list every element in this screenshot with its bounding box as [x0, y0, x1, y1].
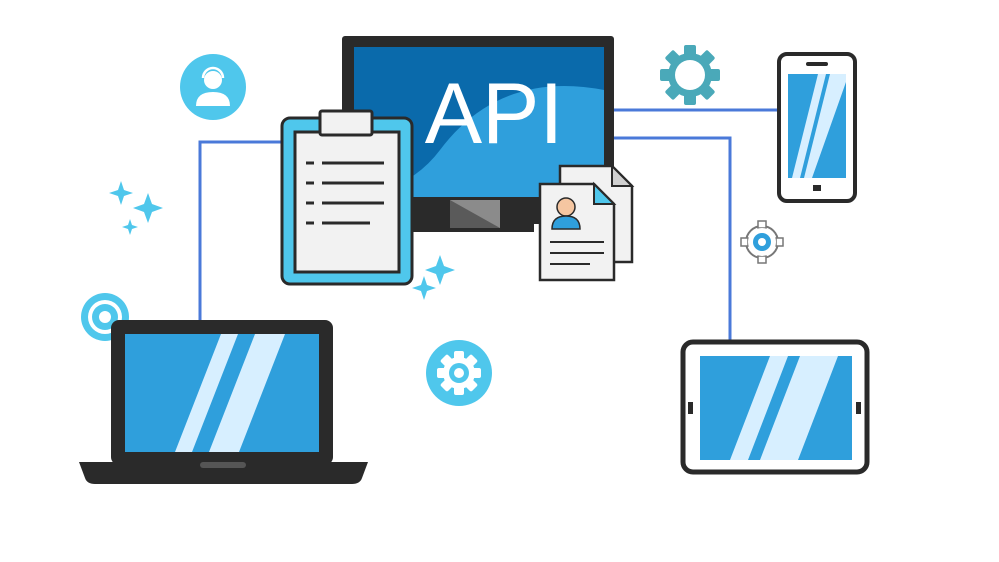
smartphone-icon — [777, 52, 857, 203]
connector-monitor-tablet — [612, 136, 732, 342]
profile-document-icon — [538, 163, 635, 282]
sparkle-icon — [109, 181, 163, 235]
tablet-icon — [680, 339, 870, 475]
connector-laptop-clipboard — [198, 140, 285, 320]
gear-icon — [740, 220, 784, 264]
clipboard-icon — [280, 109, 414, 286]
gear-icon — [660, 45, 720, 105]
laptop-icon — [79, 320, 368, 484]
api-monitor-icon: API — [342, 36, 614, 232]
gear-icon — [426, 340, 492, 406]
clipboard-lines — [306, 161, 384, 225]
api-label: API — [425, 66, 564, 162]
user-support-icon — [180, 54, 246, 120]
connector-lines — [198, 108, 780, 342]
sparkle-icon — [412, 255, 455, 300]
